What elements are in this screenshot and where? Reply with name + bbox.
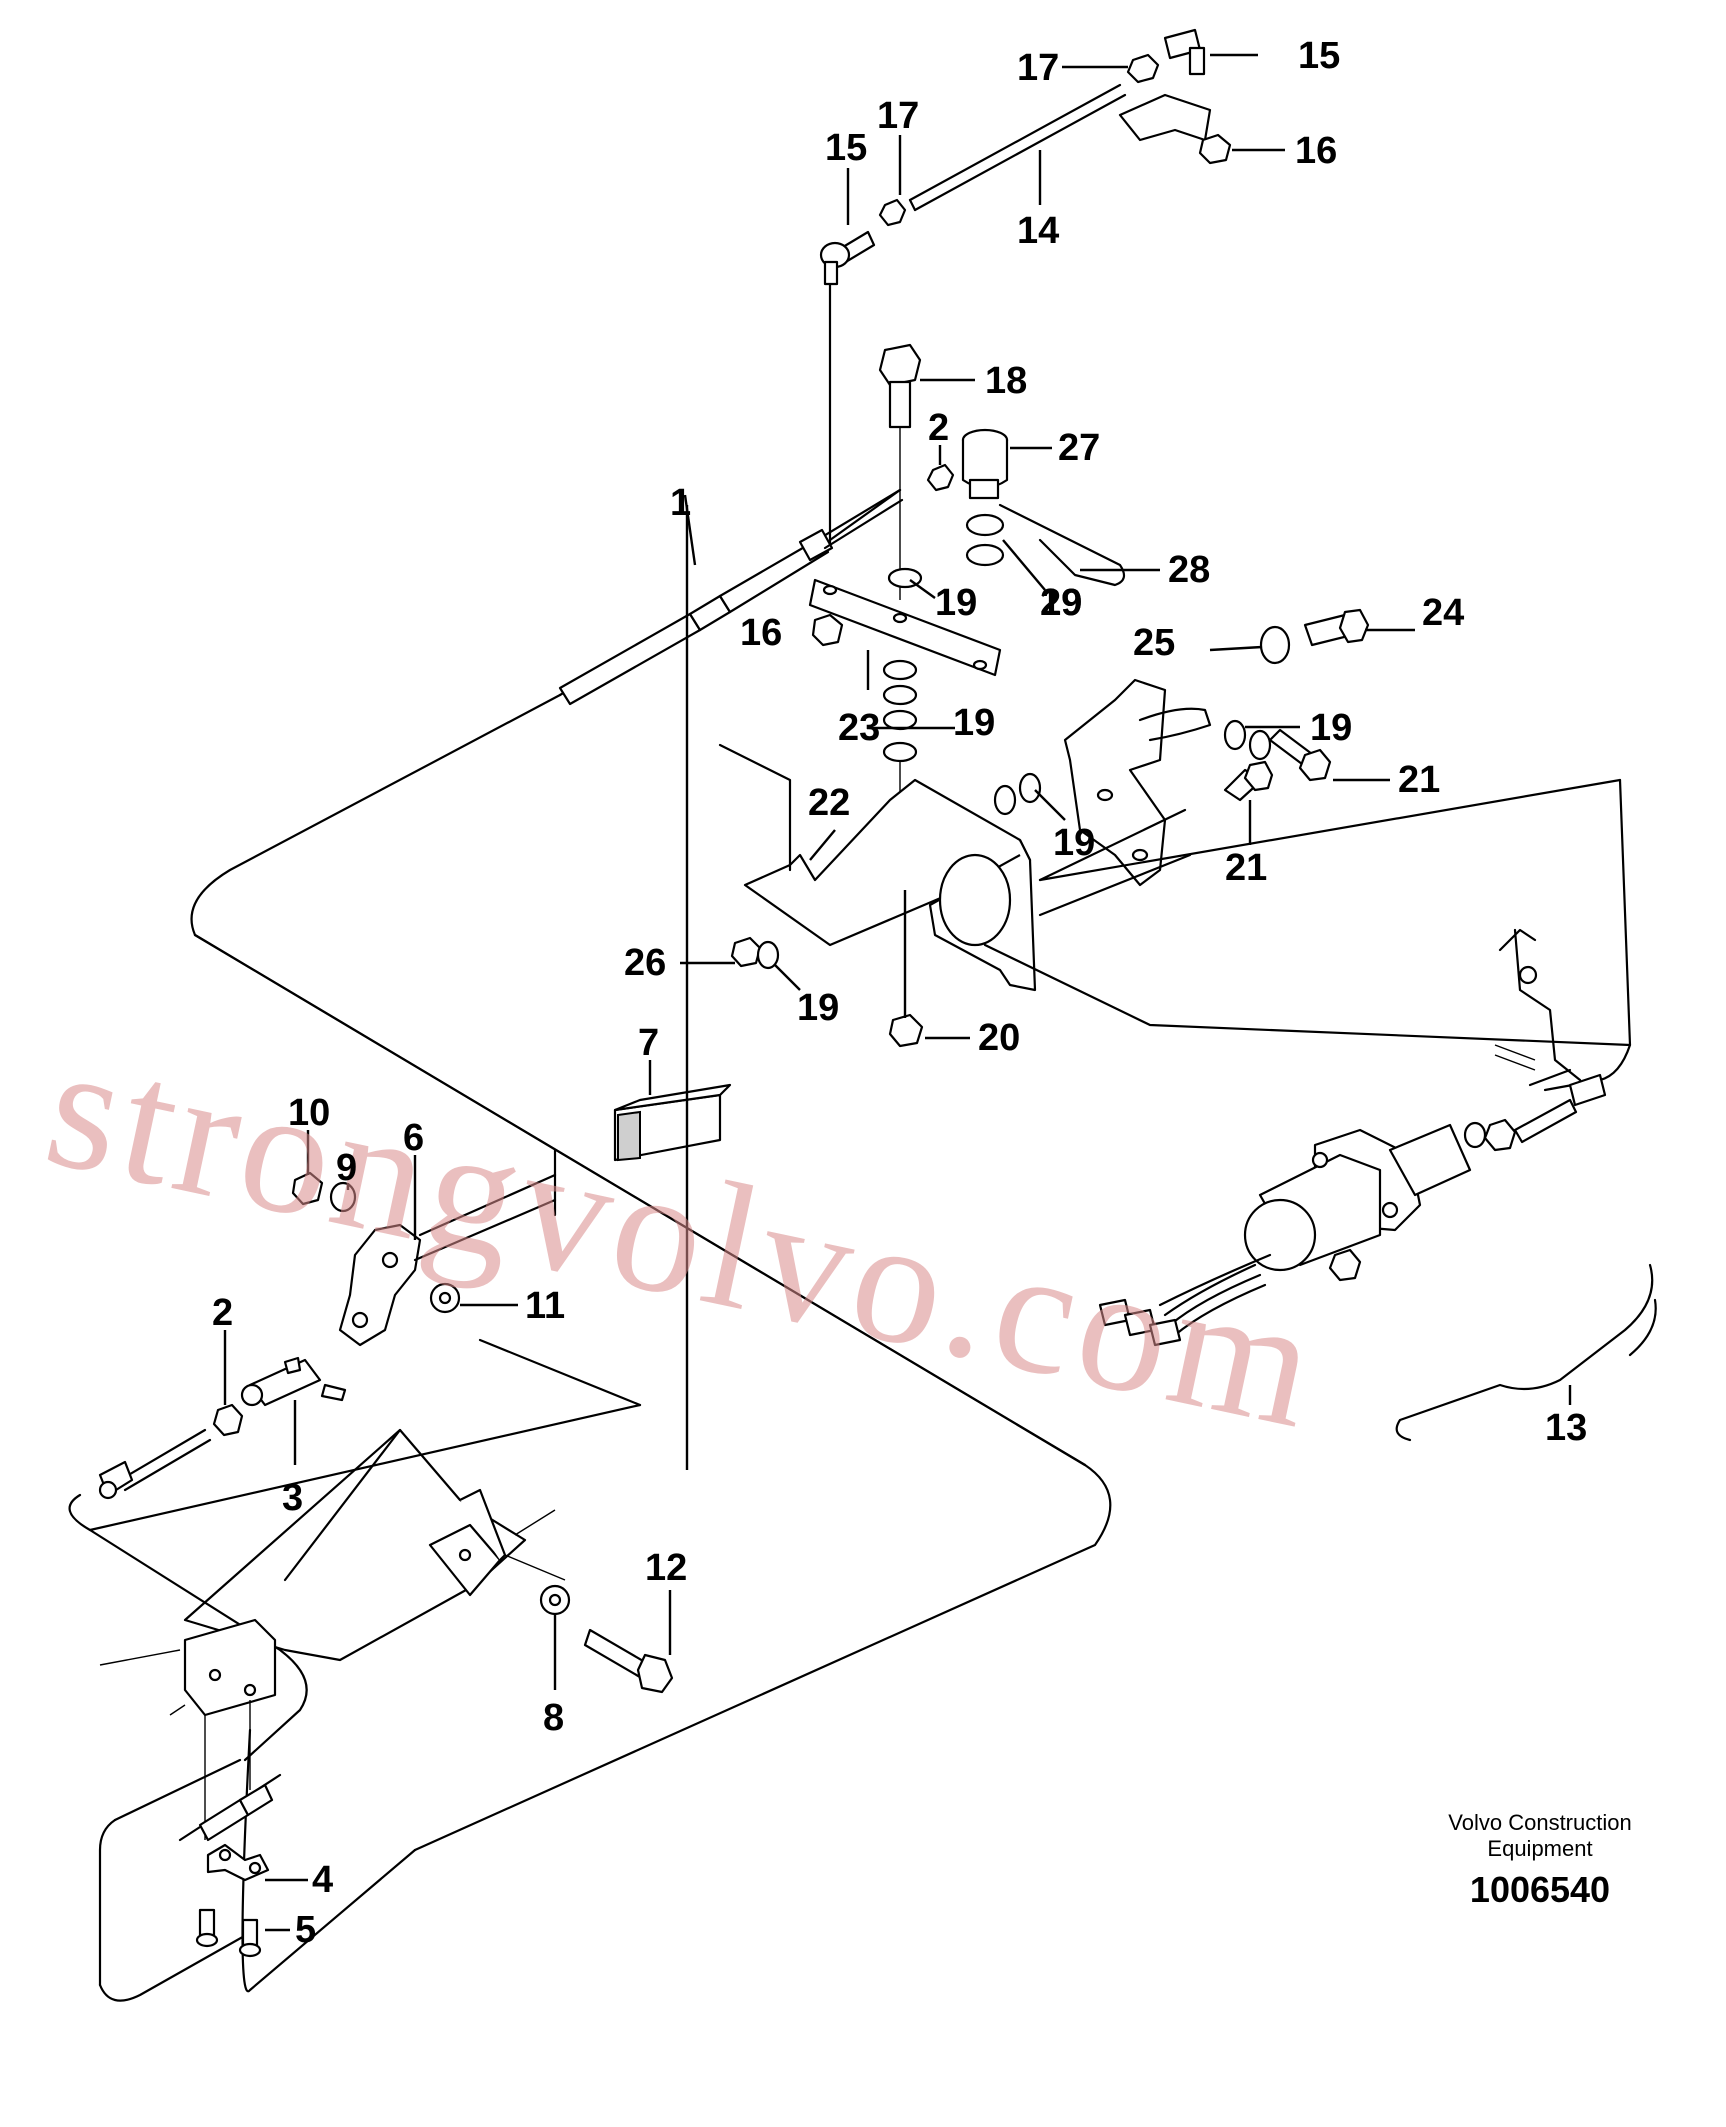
- watermark: strongvolvo.com: [32, 1004, 1336, 1466]
- label-4: 4: [312, 1859, 333, 1901]
- bracket-right: [1063, 678, 1212, 887]
- label-26: 26: [624, 942, 666, 984]
- brand-line-2: Equipment: [1487, 1836, 1592, 1861]
- label-8: 8: [543, 1697, 564, 1739]
- lever-6: [338, 1148, 557, 1347]
- label-28: 28: [1168, 549, 1210, 591]
- label-5: 5: [295, 1909, 316, 1951]
- label-29-upper: 19: [1040, 582, 1082, 624]
- label-19-a: 19: [935, 582, 977, 624]
- bolts-right: [993, 608, 1370, 917]
- control-cable-path: [68, 693, 1112, 2002]
- label-7: 7: [638, 1022, 659, 1064]
- label-2-upper: 2: [928, 407, 949, 449]
- label-18: 18: [985, 360, 1027, 402]
- label-23: 23: [838, 707, 880, 749]
- label-10: 10: [288, 1092, 330, 1134]
- label-24: 24: [1422, 592, 1464, 634]
- label-12: 12: [645, 1547, 687, 1589]
- label-16-upper: 16: [1295, 130, 1337, 172]
- leader-lines: [223, 53, 1572, 1932]
- label-19-e: 19: [797, 987, 839, 1029]
- bolt-18: [878, 343, 922, 600]
- label-22: 22: [808, 782, 850, 824]
- label-25: 25: [1133, 622, 1175, 664]
- label-11: 11: [525, 1285, 565, 1327]
- label-15-left: 15: [825, 127, 867, 169]
- control-cable: [558, 488, 904, 706]
- pedal-bracket: [99, 1428, 566, 1840]
- hardware-middle: [730, 613, 924, 1048]
- label-17-right: 17: [1017, 47, 1059, 89]
- plate-23: [808, 578, 1002, 677]
- label-19-d: 19: [1053, 822, 1095, 864]
- threaded-rod: [819, 28, 1212, 547]
- brand-line-1: Volvo Construction: [1448, 1810, 1631, 1835]
- stop-solenoid: [1098, 928, 1607, 1347]
- bolt-12: [539, 1584, 674, 1694]
- label-9: 9: [336, 1147, 357, 1189]
- label-6: 6: [403, 1117, 424, 1159]
- label-27: 27: [1058, 427, 1100, 469]
- label-20: 20: [978, 1017, 1020, 1059]
- harness: [1395, 1263, 1657, 1442]
- label-19-b: 19: [953, 702, 995, 744]
- label-17-left: 17: [877, 95, 919, 137]
- label-1: 1: [670, 482, 691, 524]
- washer-stack: [882, 567, 923, 800]
- hardware-left: [291, 1171, 461, 1314]
- bracket-22: [718, 743, 1037, 992]
- label-2-lower: 2: [212, 1292, 233, 1334]
- label-19-c: 19: [1310, 707, 1352, 749]
- label-29: 29: [1040, 582, 1082, 624]
- clevis-pin-assembly: [961, 428, 1126, 587]
- label-3: 3: [282, 1477, 303, 1519]
- footer: Volvo Construction Equipment 1006540: [1448, 1810, 1631, 1910]
- small-hardware-top: [878, 53, 1232, 492]
- label-21-lower: 21: [1225, 847, 1267, 889]
- label-15-right: 15: [1298, 35, 1340, 77]
- cable-end-lower: [178, 1773, 282, 1958]
- block-7: [613, 1083, 732, 1162]
- label-14: 14: [1017, 210, 1059, 252]
- drawing-number: 1006540: [1470, 1869, 1610, 1910]
- cable-end-left: [98, 1356, 347, 1500]
- label-21-right: 21: [1398, 759, 1440, 801]
- label-13: 13: [1545, 1407, 1587, 1449]
- part-labels: 1 2 2 3 4 5 6 7 8 9 10 11 12 13 14 15 15…: [212, 35, 1587, 1951]
- label-16-middle: 16: [740, 612, 782, 654]
